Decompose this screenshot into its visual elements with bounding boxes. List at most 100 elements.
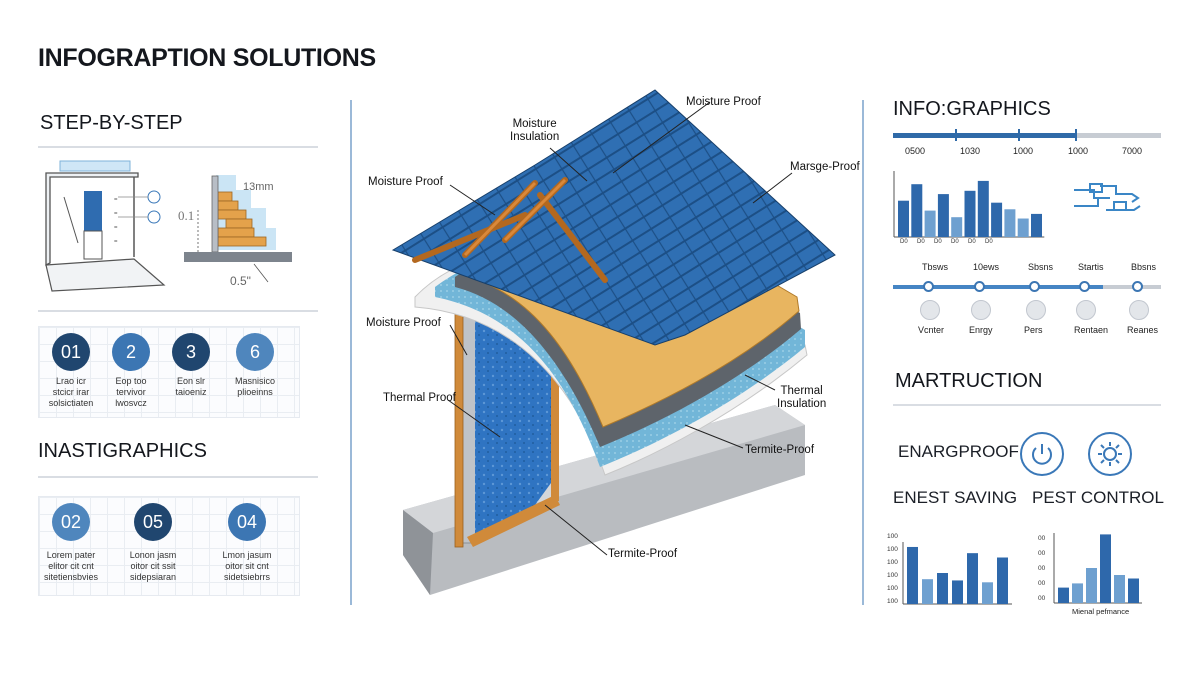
chart-bar bbox=[952, 580, 963, 604]
y-tick-label: 00 bbox=[1038, 565, 1046, 572]
timeline-stage-label: Bbsns bbox=[1131, 262, 1157, 272]
chart-bar bbox=[977, 180, 989, 237]
step-number-badge: 2 bbox=[112, 333, 150, 371]
divider-left bbox=[350, 100, 352, 605]
chart-bar bbox=[951, 217, 963, 237]
x-tick-label: D0 bbox=[985, 239, 993, 245]
timeline-node bbox=[1029, 281, 1040, 292]
timeline-stage-label: Startis bbox=[1078, 262, 1104, 272]
step-heading: STEP-BY-STEP bbox=[40, 112, 183, 134]
y-tick-label: 100 bbox=[887, 533, 898, 540]
timeline-tick bbox=[1018, 129, 1020, 141]
timeline-stage-caption: Reanes bbox=[1127, 325, 1159, 335]
construction-divider bbox=[893, 404, 1161, 406]
x-tick-label: D0 bbox=[968, 239, 976, 245]
steps-divider bbox=[38, 310, 318, 312]
step-number-badge: 3 bbox=[172, 333, 210, 371]
timeline-stage-caption: Enrgy bbox=[969, 325, 993, 335]
step-number-badge: 6 bbox=[236, 333, 274, 371]
chart-bar bbox=[1017, 218, 1029, 237]
timeline-year-label: 1000 bbox=[1068, 146, 1089, 156]
chart-bar bbox=[907, 546, 918, 604]
timeline-year-label: 7000 bbox=[1122, 146, 1143, 156]
energy-saving-heading: ENEST SAVING bbox=[893, 488, 1018, 507]
chart-bar bbox=[991, 202, 1003, 237]
roof-wall-diagram bbox=[391, 89, 836, 595]
timeline-stage-caption: Pers bbox=[1024, 325, 1043, 335]
chart-bar bbox=[1114, 575, 1125, 603]
step-description: Lrao icr stcicr irar solsictiaten bbox=[48, 376, 94, 408]
svg-text:=: = bbox=[114, 225, 118, 231]
timeline-stage-icon bbox=[1076, 300, 1096, 320]
chart-bar bbox=[898, 200, 909, 237]
chart-bar bbox=[937, 194, 949, 237]
timeline-year-label: 1030 bbox=[960, 146, 981, 156]
label-thermal-insulation: Thermal Insulation bbox=[777, 385, 827, 410]
bug-icon bbox=[1088, 432, 1132, 476]
divider-right bbox=[862, 100, 864, 605]
chart-bar bbox=[967, 553, 978, 604]
step-description: Eop too tervivor lwosvcz bbox=[115, 376, 147, 408]
timeline-node bbox=[923, 281, 934, 292]
x-tick-label: D0 bbox=[917, 239, 925, 245]
step-description: Masnisico plioeinns bbox=[234, 376, 275, 397]
chart-bar bbox=[1072, 583, 1083, 603]
y-tick-label: 00 bbox=[1038, 580, 1046, 587]
step-description: Lonon jasm oitor cit ssit sidepsiaran bbox=[129, 550, 177, 582]
x-tick-label: D0 bbox=[934, 239, 942, 245]
step-number-badge: 01 bbox=[52, 333, 90, 371]
timeline-tick bbox=[955, 129, 957, 141]
label-moisture-proof-left: Moisture Proof bbox=[368, 176, 443, 188]
timeline-stage-label: 10ews bbox=[973, 262, 1000, 272]
x-tick-label: D0 bbox=[951, 239, 959, 245]
chart-bar bbox=[1058, 587, 1069, 603]
chart-bar bbox=[1031, 213, 1042, 237]
step-description: Lmon jasum oitor sit cnt sidetsiebrrs bbox=[222, 550, 272, 582]
svg-text:=: = bbox=[114, 239, 118, 245]
wall-side-label: 0.1 bbox=[178, 208, 195, 223]
chart-bar bbox=[964, 190, 976, 237]
timeline-year-label: 0500 bbox=[905, 146, 926, 156]
energy-heading: ENARGPROOF bbox=[898, 442, 1019, 461]
section2-heading: INASTIGRAPHICS bbox=[38, 440, 207, 462]
page-title: INFOGRAPTION SOLUTIONS bbox=[38, 44, 376, 72]
y-tick-label: 100 bbox=[887, 546, 898, 553]
chart-bar bbox=[911, 184, 923, 237]
y-tick-label: 100 bbox=[887, 598, 898, 605]
timeline-stage-icon bbox=[971, 300, 991, 320]
timeline-year-label: 1000 bbox=[1013, 146, 1034, 156]
timeline-stage-icon bbox=[1026, 300, 1046, 320]
timeline-stage-caption: Vcnter bbox=[918, 325, 945, 335]
timeline-stage-icon bbox=[920, 300, 940, 320]
chart-bar bbox=[924, 210, 936, 237]
timeline-node bbox=[974, 281, 985, 292]
label-moisture-insulation: Moisture Insulation bbox=[510, 118, 560, 143]
wall-top-label: 13mm bbox=[243, 181, 274, 193]
chart-bar bbox=[922, 579, 933, 604]
chart-bar bbox=[1100, 534, 1111, 603]
step-number-badge: 02 bbox=[52, 503, 90, 541]
timeline-node bbox=[1132, 281, 1143, 292]
timeline-stage-caption: Rentaen bbox=[1074, 325, 1109, 335]
timeline-stage-icon bbox=[1129, 300, 1149, 320]
chart-bar bbox=[1004, 209, 1016, 237]
y-tick-label: 100 bbox=[887, 585, 898, 592]
label-termite-proof-bottom: Termite-Proof bbox=[608, 548, 678, 560]
info-heading: INFO:GRAPHICS bbox=[893, 98, 1051, 120]
label-thermal-proof: Thermal Proof bbox=[383, 392, 456, 404]
y-tick-label: 00 bbox=[1038, 535, 1046, 542]
timeline-node bbox=[1079, 281, 1090, 292]
construction-heading: MARTRUCTION bbox=[895, 370, 1043, 392]
power-icon bbox=[1020, 432, 1064, 476]
chart-caption: Mienal pefmance bbox=[1072, 607, 1129, 616]
y-tick-label: 100 bbox=[887, 559, 898, 566]
y-tick-label: 00 bbox=[1038, 550, 1046, 557]
step-number-badge: 05 bbox=[134, 503, 172, 541]
chart-bar bbox=[937, 573, 948, 604]
timeline-stage-label: Tbsws bbox=[922, 262, 949, 272]
y-tick-label: 00 bbox=[1038, 595, 1046, 602]
step-number-badge: 04 bbox=[228, 503, 266, 541]
